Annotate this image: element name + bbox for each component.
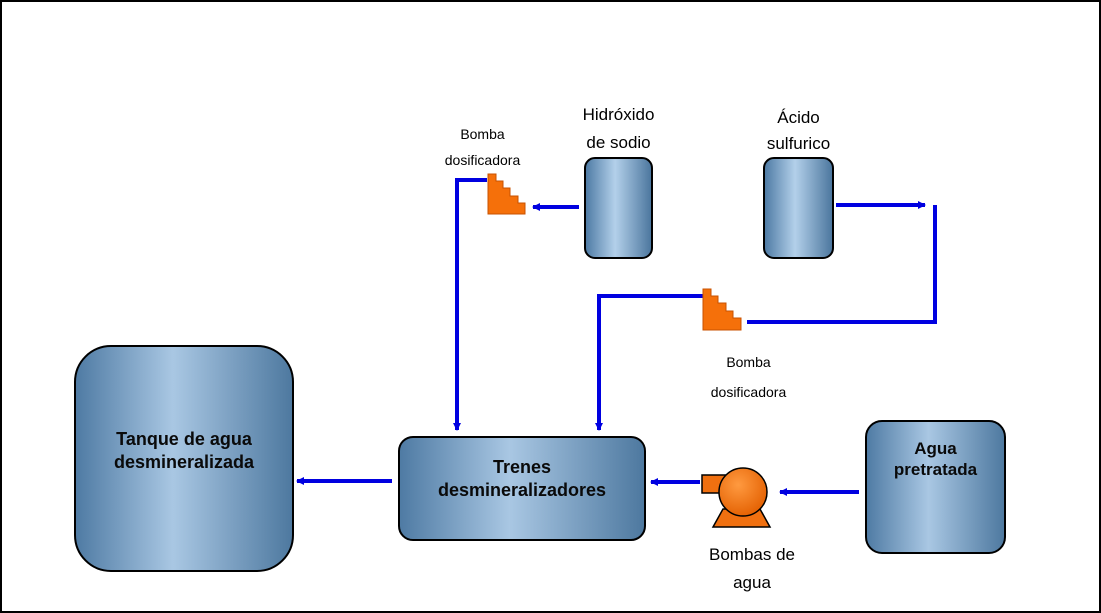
- flow-lines: [296, 178, 937, 496]
- agua-pretratada-label: Agua pretratada: [866, 438, 1005, 481]
- acido-label-line1: Ácido: [777, 108, 820, 127]
- bombas-agua-label: Bombas de agua: [682, 541, 822, 597]
- acido-sulfurico-tank: [763, 157, 834, 259]
- centrifugal-pump-icon: [701, 467, 772, 528]
- tanque-label-line2: desmineralizada: [113, 451, 255, 472]
- hidroxido-label-line2: de sodio: [586, 133, 651, 152]
- flow-right-to-dosing-pump-2: [747, 205, 937, 324]
- agua-pretratada-label-line2: pretratada: [893, 460, 978, 480]
- bomba-dosificadora-1-label: Bomba dosificadora: [420, 121, 545, 173]
- acido-label: Ácido sulfurico: [740, 105, 857, 157]
- bomba-dosificadora-2-line1: Bomba: [726, 354, 771, 370]
- trenes-label-line1: Trenes: [492, 457, 552, 477]
- flow-dosing-pump-1-to-trenes: [453, 178, 487, 431]
- bomba-dosificadora-2-label: Bomba dosificadora: [686, 347, 811, 407]
- agua-pretratada-tank: [865, 420, 1006, 554]
- trenes-label: Trenes desmineralizadores: [399, 456, 645, 501]
- flow-dosing-pump-2-to-trenes: [595, 294, 703, 431]
- tanque-agua-desmineralizada: [74, 345, 294, 572]
- acido-label-line2: sulfurico: [766, 134, 831, 153]
- bombas-agua-line1: Bombas de: [709, 545, 795, 564]
- bombas-agua-line2: agua: [733, 573, 771, 592]
- bomba-dosificadora-1-line2: dosificadora: [444, 152, 521, 168]
- hidroxido-de-sodio-tank: [584, 157, 653, 259]
- trenes-label-line2: desmineralizadores: [437, 479, 607, 500]
- bomba-dosificadora-1-line1: Bomba: [460, 126, 505, 142]
- trenes-desmineralizadores: [398, 436, 646, 541]
- stepped-dosing-pump-icon: [487, 173, 526, 215]
- tanque-label-line1: Tanque de agua: [116, 429, 252, 449]
- stepped-dosing-pump-icon: [702, 288, 742, 331]
- tanque-label: Tanque de agua desmineralizada: [75, 428, 293, 473]
- agua-pretratada-label-line1: Agua: [914, 439, 957, 458]
- hidroxido-label-line1: Hidróxido: [582, 105, 655, 124]
- hidroxido-label: Hidróxido de sodio: [555, 101, 682, 157]
- bomba-dosificadora-2-line2: dosificadora: [710, 384, 787, 400]
